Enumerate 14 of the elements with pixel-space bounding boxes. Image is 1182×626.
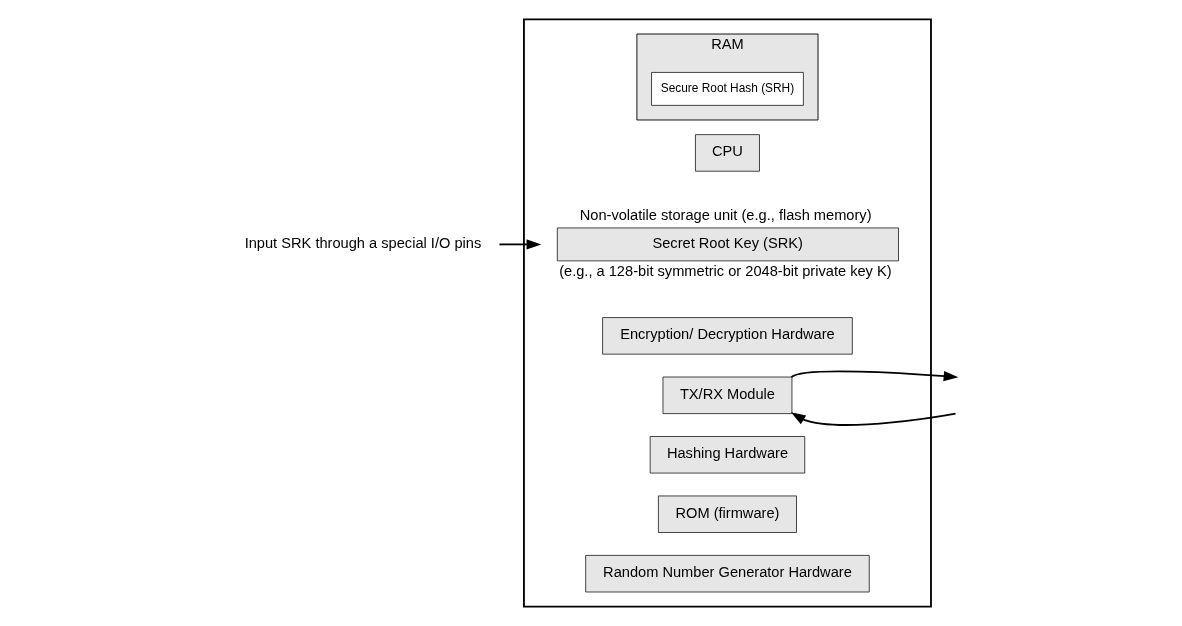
arrow bbox=[498, 239, 541, 250]
node-text: Input SRK through a special I/O pins bbox=[244, 234, 481, 251]
node-box: CPU bbox=[694, 134, 760, 172]
node-box: ROM (firmware) bbox=[657, 495, 797, 533]
arrow bbox=[790, 412, 956, 426]
node-box: Random Number Generator Hardware bbox=[584, 554, 870, 593]
node-box: TX/RX Module bbox=[662, 376, 792, 415]
arrow bbox=[790, 370, 958, 382]
cluster bbox=[522, 18, 932, 608]
node-box: Secure Root Hash (SRH) bbox=[650, 71, 804, 106]
node-box: Hashing Hardware bbox=[649, 436, 805, 474]
node-label: (e.g., a 128-bit symmetric or 2048-bit private key K) bbox=[558, 263, 892, 280]
node-box: Encryption/ Decryption Hardware bbox=[601, 317, 853, 355]
node-label: Non-volatile storage unit (e.g., flash memory) bbox=[579, 206, 872, 223]
